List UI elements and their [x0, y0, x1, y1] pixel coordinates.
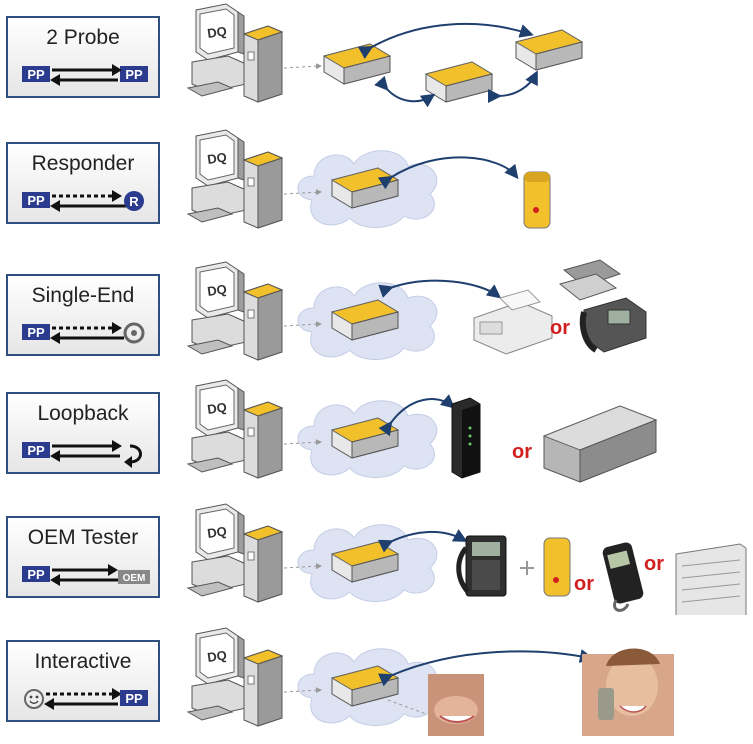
smiling-person-photo — [428, 674, 484, 736]
oem-tester-scene: DQ or — [180, 500, 753, 621]
smiley-icon — [24, 689, 44, 709]
svg-text:DQ: DQ — [206, 647, 227, 665]
mode-label-box[interactable]: Interactive PP — [6, 640, 160, 722]
responder-device-icon — [543, 537, 571, 597]
mobile-phone-icon — [558, 259, 622, 301]
dq-computer-icon — [187, 261, 283, 361]
mode-label: 2 Probe — [46, 26, 120, 49]
dq-computer-icon — [187, 379, 283, 479]
svg-text:PP: PP — [27, 193, 45, 208]
two-probe-scene: DQ — [180, 0, 753, 115]
dq-computer-icon — [187, 503, 283, 603]
modem-icon — [451, 397, 481, 479]
rack-chassis-icon — [675, 543, 747, 621]
dq-computer-icon — [187, 129, 283, 229]
single-end-symbol: PP — [22, 322, 145, 344]
mode-label: OEM Tester — [27, 526, 139, 549]
svg-text:PP: PP — [27, 443, 45, 458]
row-oem-tester: OEM Tester PP OEM DQ — [0, 500, 753, 621]
mode-label: Responder — [31, 152, 135, 175]
interactive-scene: DQ — [180, 624, 753, 739]
svg-text:PP: PP — [27, 325, 45, 340]
responder-scene: DQ — [180, 126, 753, 241]
svg-text:DQ: DQ — [206, 281, 227, 299]
oem-tester-symbol: PP OEM — [22, 564, 150, 586]
svg-text:DQ: DQ — [206, 149, 227, 167]
dq-computer-icon — [187, 627, 283, 727]
or-label: or — [550, 317, 570, 339]
woman-with-phone-photo — [582, 648, 674, 736]
mode-label: Interactive — [34, 650, 132, 673]
power-probe-icon — [515, 29, 583, 71]
pp-right-badge: PP — [125, 67, 143, 82]
network-equipment-box-icon — [542, 405, 658, 483]
row-interactive: Interactive PP DQ — [0, 624, 753, 739]
loopback-symbol: PP — [22, 440, 142, 468]
row-single-end: Single-End PP DQ or — [0, 258, 753, 373]
responder-device-icon — [523, 171, 551, 229]
two-probe-symbol: PP PP — [22, 64, 148, 86]
desk-phone-icon — [579, 297, 647, 353]
interactive-symbol: PP — [24, 688, 148, 710]
svg-text:R: R — [129, 194, 139, 209]
svg-text:DQ: DQ — [206, 399, 227, 417]
power-probe-icon — [425, 61, 493, 103]
single-end-scene: DQ or — [180, 258, 753, 373]
dq-computer-icon — [187, 3, 283, 103]
row-loopback: Loopback PP DQ or — [0, 376, 753, 491]
handheld-tester-icon — [456, 535, 507, 597]
fax-machine-icon — [473, 289, 553, 355]
or-label: or — [512, 441, 532, 463]
mode-label-box[interactable]: 2 Probe PP PP — [6, 16, 160, 98]
pp-left-badge: PP — [27, 67, 45, 82]
mode-label-box[interactable]: Loopback PP — [6, 392, 160, 474]
mode-label-box[interactable]: Single-End PP — [6, 274, 160, 356]
svg-text:DQ: DQ — [206, 23, 227, 41]
handheld-meter-icon — [602, 542, 644, 612]
power-probe-icon — [323, 43, 391, 85]
svg-text:OEM: OEM — [123, 573, 146, 584]
svg-text:DQ: DQ — [206, 523, 227, 541]
row-responder: Responder PP R DQ — [0, 126, 753, 241]
or-label: or — [574, 573, 594, 595]
mode-label-box[interactable]: Responder PP R — [6, 142, 160, 224]
loopback-scene: DQ or — [180, 376, 753, 491]
svg-text:PP: PP — [125, 691, 143, 706]
plus-icon — [520, 561, 534, 575]
svg-text:PP: PP — [27, 567, 45, 582]
mode-label: Single-End — [31, 284, 135, 307]
or-label: or — [644, 553, 664, 575]
responder-symbol: PP R — [22, 190, 144, 212]
row-2-probe: 2 Probe PP PP DQ — [0, 0, 753, 115]
mode-label-box[interactable]: OEM Tester PP OEM — [6, 516, 160, 598]
mode-label: Loopback — [37, 402, 129, 425]
